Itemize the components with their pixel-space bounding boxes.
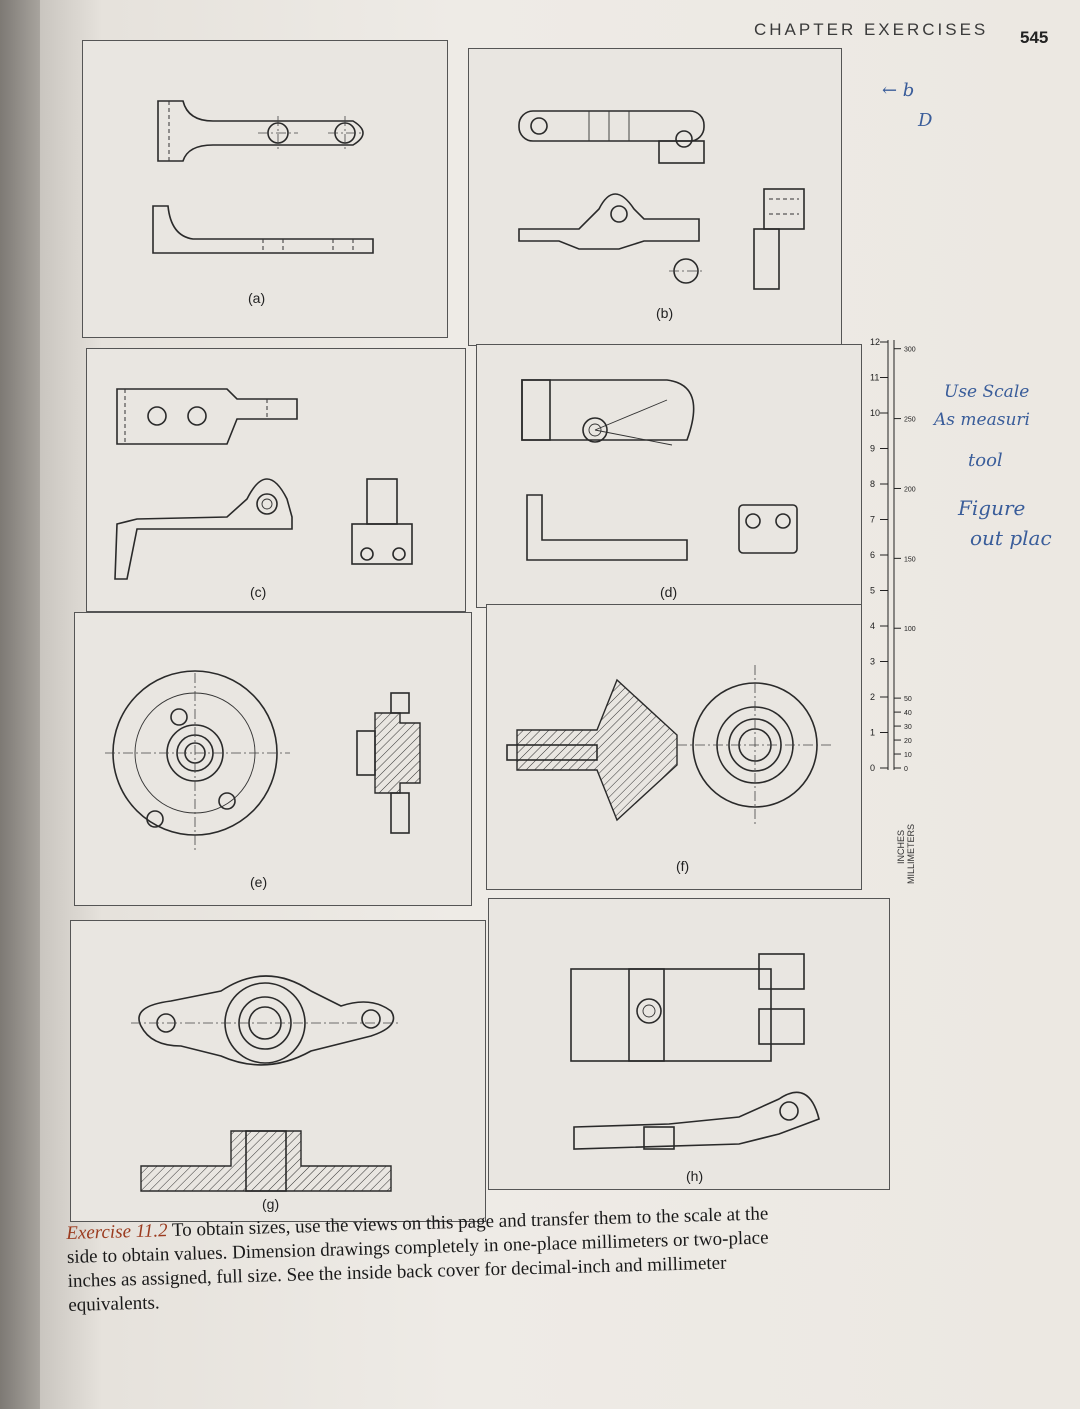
drawing-g <box>131 975 401 1192</box>
inch-tick-label: 1 <box>870 728 875 738</box>
inch-tick-label: 0 <box>870 763 875 773</box>
panel-a <box>82 40 448 338</box>
panel-label-e: (e) <box>250 874 268 890</box>
inch-tick-label: 3 <box>870 657 875 667</box>
panel-h <box>488 898 890 1190</box>
page-number: 545 <box>1020 28 1049 47</box>
inch-tick-label: 12 <box>870 337 880 347</box>
drawing-b <box>518 110 805 290</box>
drawing-d <box>521 379 798 561</box>
mm-tick-label: 50 <box>904 696 912 703</box>
inch-tick-label: 2 <box>870 692 875 702</box>
book-spine-edge <box>0 0 40 1409</box>
panel-label-g: (g) <box>262 1196 280 1212</box>
drawing-c <box>114 388 413 580</box>
panel-e <box>74 612 472 906</box>
inch-tick-label: 5 <box>870 586 875 596</box>
scale-inches-label: INCHES <box>896 829 906 864</box>
panel-c <box>86 348 466 612</box>
drawing-f <box>506 665 832 825</box>
inch-tick-label: 9 <box>870 444 875 454</box>
mm-tick-label: 40 <box>904 710 912 717</box>
scale-millimeters-label: MILLIMETERS <box>906 823 916 884</box>
inch-tick-label: 7 <box>870 515 875 525</box>
handwritten-tool: tool <box>968 450 1003 471</box>
handwritten-arrow-b: ← b <box>882 80 915 101</box>
mm-tick-label: 100 <box>904 626 916 633</box>
inch-tick-label: 4 <box>870 621 875 631</box>
exercise-number: Exercise 11.2 <box>66 1220 168 1244</box>
exercise-text: To obtain sizes, use the views on this p… <box>66 1203 769 1316</box>
handwritten-as-measuring: As measuri <box>934 410 1030 430</box>
mm-tick-label: 200 <box>904 486 916 493</box>
handwritten-figure: Figure <box>958 496 1026 520</box>
mm-tick-label: 250 <box>904 417 916 424</box>
mm-tick-label: 300 <box>904 347 916 354</box>
panel-label-h: (h) <box>686 1168 704 1184</box>
handwritten-d: D <box>918 110 933 131</box>
exercise-caption: Exercise 11.2 To obtain sizes, use the v… <box>66 1202 788 1318</box>
panel-label-f: (f) <box>676 858 690 874</box>
panel-label-b: (b) <box>656 305 674 321</box>
scale-ruler: 0123456789101112010203040501001502002503… <box>870 337 916 773</box>
drawing-a <box>152 100 374 254</box>
drawing-e <box>105 670 421 853</box>
inch-tick-label: 6 <box>870 550 875 560</box>
inch-tick-label: 8 <box>870 479 875 489</box>
mm-tick-label: 10 <box>904 752 912 759</box>
inch-tick-label: 11 <box>870 373 879 383</box>
panel-label-a: (a) <box>248 290 266 306</box>
handwritten-out-place: out plac <box>970 526 1052 550</box>
mm-tick-label: 150 <box>904 556 916 563</box>
inch-tick-label: 10 <box>870 408 880 418</box>
mm-tick-label: 20 <box>904 738 912 745</box>
panel-f <box>486 604 862 890</box>
drawing-h <box>570 953 820 1150</box>
panel-label-d: (d) <box>660 584 678 600</box>
chapter-title: CHAPTER EXERCISES <box>754 20 989 39</box>
panel-g <box>70 920 486 1222</box>
panel-b <box>468 48 842 346</box>
mm-tick-label: 0 <box>904 766 908 773</box>
mm-tick-label: 30 <box>904 724 912 731</box>
panel-d <box>476 344 862 608</box>
handwritten-use-scale: Use Scale <box>944 382 1030 402</box>
panel-label-c: (c) <box>250 584 267 600</box>
